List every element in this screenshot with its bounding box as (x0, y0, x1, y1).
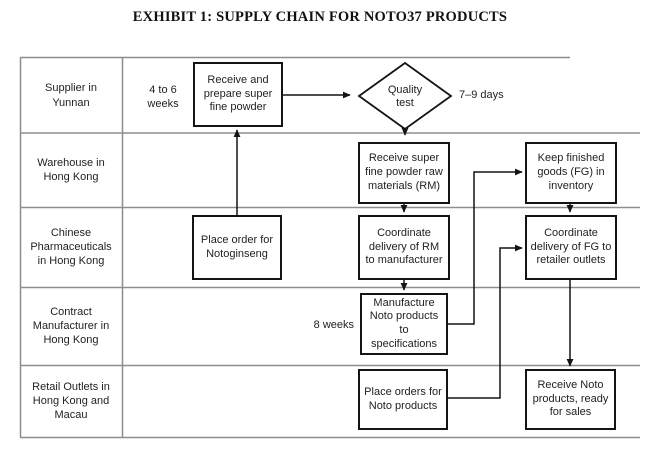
flow-connectors (233, 91, 574, 399)
node-receive-raw-materials: Receive super fine powder raw materials … (358, 142, 450, 204)
arrow-manufacture-to-keep-fg (448, 168, 523, 325)
swimlane-grid (19, 56, 640, 439)
node-place-order-notoginseng: Place order for Notoginseng (192, 215, 282, 280)
lane-label-retail: Retail Outlets in Hong Kong and Macau (32, 380, 110, 422)
lane-label-manufacturer: Contract Manufacturer in Hong Kong (32, 305, 110, 347)
node-receive-prepare-powder: Receive and prepare super fine powder (193, 62, 283, 127)
exhibit-title: EXHIBIT 1: SUPPLY CHAIN FOR NOTO37 PRODU… (132, 9, 508, 25)
duration-supplier-lead-time: 4 to 6 weeks (147, 84, 179, 111)
node-receive-noto-products: Receive Noto products, ready for sales (525, 369, 616, 430)
lane-label-pharmaceuticals: Chinese Pharmaceuticals in Hong Kong (30, 226, 112, 268)
quality-test-diamond (357, 61, 453, 131)
node-place-orders-noto: Place orders for Noto products (358, 369, 448, 430)
node-coordinate-fg-delivery: Coordinate delivery of FG to retailer ou… (525, 215, 617, 280)
lane-label-warehouse: Warehouse in Hong Kong (37, 156, 105, 183)
duration-manufacturing: 8 weeks (313, 319, 354, 331)
arrow-placeorders-to-coordinate-fg (448, 244, 523, 399)
lane-label-supplier: Supplier in Yunnan (45, 82, 97, 109)
node-coordinate-rm-delivery: Coordinate delivery of RM to manufacture… (358, 215, 450, 280)
quality-test-label: Quality test (387, 83, 423, 109)
node-manufacture-products: Manufacture Noto products to specificati… (360, 293, 448, 355)
duration-quality-test: 7–9 days (459, 89, 504, 101)
node-keep-finished-goods: Keep finished goods (FG) in inventory (525, 142, 617, 204)
